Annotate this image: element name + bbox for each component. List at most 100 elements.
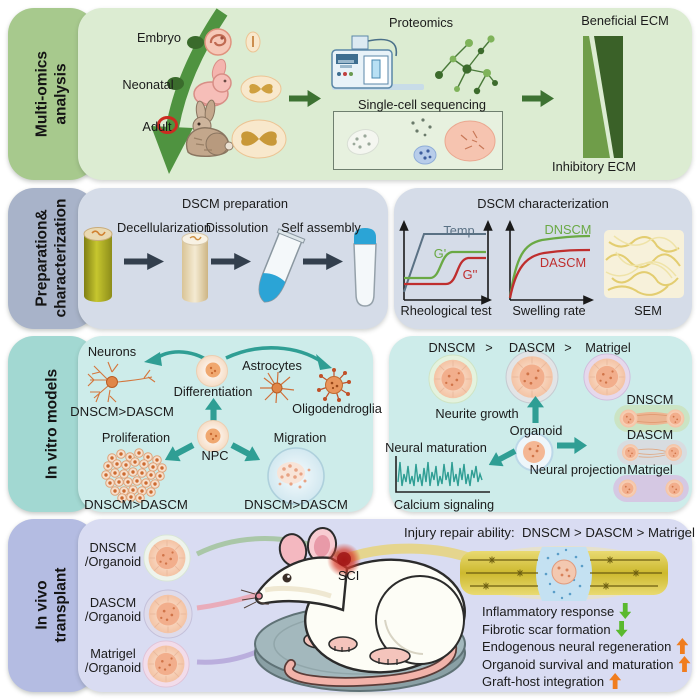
npc-cell-icon (197, 420, 229, 452)
ranking-gt1: > (485, 340, 493, 355)
group-matrigel-line2: /Organoid (84, 660, 142, 675)
swelling-graph (505, 220, 594, 305)
decrease-arrow-icon (615, 621, 628, 637)
mass-spectrometer-icon (331, 35, 424, 90)
projection-capsule-dascm-icon (617, 440, 687, 465)
group-dnscm-line1: DNSCM (89, 540, 137, 555)
panel-preparation-title-line1: Preparation& (33, 209, 51, 307)
rat-illustration (240, 527, 480, 692)
adult-rabbit-icon (185, 99, 234, 157)
outcome-label: Graft-host integration (482, 673, 605, 689)
neonatal-rabbit-icon (193, 58, 232, 107)
astrocytes-label: Astrocytes (242, 358, 302, 373)
oligodendroglia-label: Oligodendroglia (292, 401, 382, 416)
step-label-self-assembly: Self assembly (281, 220, 361, 235)
comparison-migration: DNSCM>DASCM (244, 497, 348, 512)
step-label-decellularization: Decellularization (117, 220, 211, 235)
panel-preparation-title-line2: characterization (53, 198, 70, 318)
timeline-dot-embryo (187, 36, 204, 49)
npc-label: NPC (201, 448, 229, 463)
capsule-label-dnscm: DNSCM (626, 392, 674, 407)
stage-label-neonatal: Neonatal (122, 77, 174, 92)
panel-invivo-title-line1: In vivo (33, 580, 51, 630)
proteomics-label: Proteomics (388, 15, 454, 30)
group-dascm-line2: /Organoid (84, 609, 142, 624)
group-dascm-line1: DASCM (89, 595, 137, 610)
outcome-row: Organoid survival and maturation (482, 656, 691, 672)
ranking-dascm: DASCM (508, 340, 556, 355)
projection-capsule-dnscm-icon (614, 405, 690, 432)
proliferation-label: Proliferation (101, 430, 171, 445)
sci-label: SCI (338, 568, 360, 583)
panel-invivo-title-line2: transplant (53, 567, 70, 643)
astrocyte-icon (260, 371, 295, 404)
stage-label-embryo: Embryo (136, 30, 182, 45)
panel-multiomics-title-line2: analysis (53, 63, 70, 125)
hydrogel-tube-icon (353, 228, 377, 307)
ranking-matrigel: Matrigel (585, 340, 631, 355)
outcome-row: Fibrotic scar formation (482, 621, 628, 637)
panel-invitro-title-line1: In vitro models (43, 368, 61, 480)
neural-projection-label: Neural projection (529, 462, 627, 477)
calcium-signal-graph (395, 456, 490, 493)
injured-spinal-cord-icon (460, 546, 668, 601)
organoid-matrigel-icon (583, 353, 631, 401)
rheology-caption: Rheological test (400, 303, 492, 318)
projection-capsule-matrigel-icon (613, 475, 689, 502)
panel-multiomics-title-line1: Multi-omics (33, 50, 51, 138)
ranking-gt2: > (564, 340, 572, 355)
stage-label-adult: Adult (142, 119, 172, 134)
calcium-caption: Calcium signaling (393, 497, 495, 512)
differentiating-cell-icon (196, 355, 228, 387)
char-title: DSCM characterization (477, 196, 609, 211)
differentiation-arrows-icon (144, 346, 332, 370)
panel-preparation-title: Preparation& characterization (33, 199, 72, 318)
graft-organoid-dascm-icon (143, 589, 193, 639)
embryo-icon (204, 28, 232, 56)
prep-title: DSCM preparation (182, 196, 288, 211)
organoid-dnscm-icon (428, 354, 478, 404)
neurons-label: Neurons (87, 344, 137, 359)
protein-network-icon (435, 35, 498, 95)
sequencing-label: Single-cell sequencing (357, 97, 487, 112)
ecm-gradient-icon (583, 36, 623, 158)
capsule-label-dascm: DASCM (626, 427, 674, 442)
temp-curve-label: Temp (443, 223, 475, 238)
panel-invitro-title: In vitro models (42, 369, 61, 479)
outcome-row: Inflammatory response (482, 603, 632, 619)
swelling-caption: Swelling rate (512, 303, 586, 318)
decellularized-cord-icon (181, 232, 209, 303)
injury-repair-ranking-label: Injury repair ability: DNSCM > DASCM > M… (404, 525, 695, 540)
neural-maturation-label: Neural maturation (385, 440, 487, 455)
organoid-dascm-icon (505, 350, 559, 404)
sem-image (604, 230, 684, 298)
ranking-dnscm: DNSCM (428, 340, 476, 355)
comparison-neurons: DNSCM>DASCM (70, 404, 174, 419)
migration-label: Migration (273, 430, 327, 445)
swelling-dascm-label: DASCM (539, 255, 587, 270)
graft-organoid-matrigel-icon (142, 640, 190, 688)
beneficial-ecm-label: Beneficial ECM (581, 13, 669, 28)
outcome-label: Inflammatory response (482, 603, 615, 619)
organoid-label: Organoid (509, 423, 563, 438)
oligodendrocyte-icon (317, 368, 351, 402)
outcome-label: Organoid survival and maturation (482, 656, 674, 672)
group-matrigel-line1: Matrigel (90, 646, 136, 661)
increase-arrow-icon (678, 656, 691, 672)
group-dnscm-line2: /Organoid (84, 554, 142, 569)
capsule-label-matrigel: Matrigel (627, 462, 673, 477)
timeline-dot-neonatal (167, 77, 184, 90)
single-cell-map-icon (333, 111, 503, 170)
outcome-row: Endogenous neural regeneration (482, 638, 689, 654)
g-prime-label: G' (433, 246, 447, 261)
g-double-prime-label: G'' (462, 267, 478, 282)
dissolved-tube-icon (258, 228, 306, 303)
spinal-cord-tissue-icon (83, 227, 113, 302)
decrease-arrow-icon (619, 603, 632, 619)
migration-sphere-icon (267, 447, 325, 505)
rheology-graph (399, 220, 493, 305)
sem-caption: SEM (634, 303, 662, 318)
neurite-growth-label: Neurite growth (435, 406, 519, 421)
step-label-dissolution: Dissolution (205, 220, 269, 235)
